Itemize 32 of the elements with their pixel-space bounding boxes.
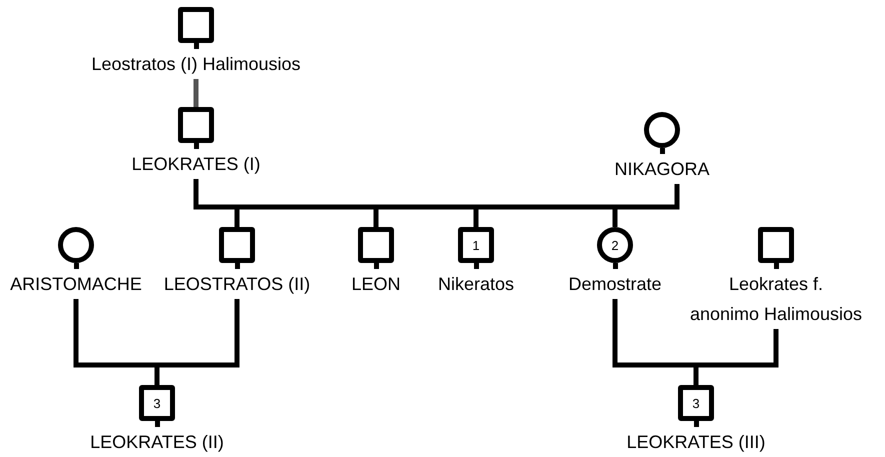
person-name: Demostrate (568, 273, 662, 296)
descent-line (612, 207, 618, 227)
descent-line (194, 179, 198, 207)
generation-number: 2 (611, 238, 619, 252)
descent-line (194, 79, 198, 107)
person-name: Leokrates f. (728, 273, 824, 296)
descent-line (154, 365, 160, 385)
descent-line (194, 204, 680, 210)
descent-line (74, 299, 78, 365)
person-name: LEOKRATES (I) (132, 153, 260, 176)
generation-number: 3 (153, 396, 161, 410)
person-name: LEOKRATES (II) (90, 431, 224, 454)
person-name: LEOKRATES (III) (626, 431, 766, 454)
descent-line (612, 362, 778, 368)
descent-line (612, 299, 618, 365)
person-name: Nikeratos (438, 273, 514, 296)
person-name: Leostratos (I) Halimousios (91, 53, 301, 76)
person-name: NIKAGORA (614, 158, 710, 181)
descent-line (674, 184, 680, 207)
descent-line (374, 207, 378, 227)
person-name: LEOSTRATOS (II) (164, 273, 310, 296)
descent-line (474, 207, 478, 227)
descent-line (774, 329, 778, 365)
person-name: ARISTOMACHE (10, 273, 142, 296)
generation-number: 3 (692, 396, 700, 410)
generation-number: 1 (472, 238, 480, 252)
descent-line (234, 299, 240, 365)
descent-line (694, 365, 698, 385)
descent-line (74, 362, 240, 368)
person-name: LEON (351, 273, 401, 296)
descent-line (234, 207, 240, 227)
person-name: anonimo Halimousios (690, 303, 862, 326)
